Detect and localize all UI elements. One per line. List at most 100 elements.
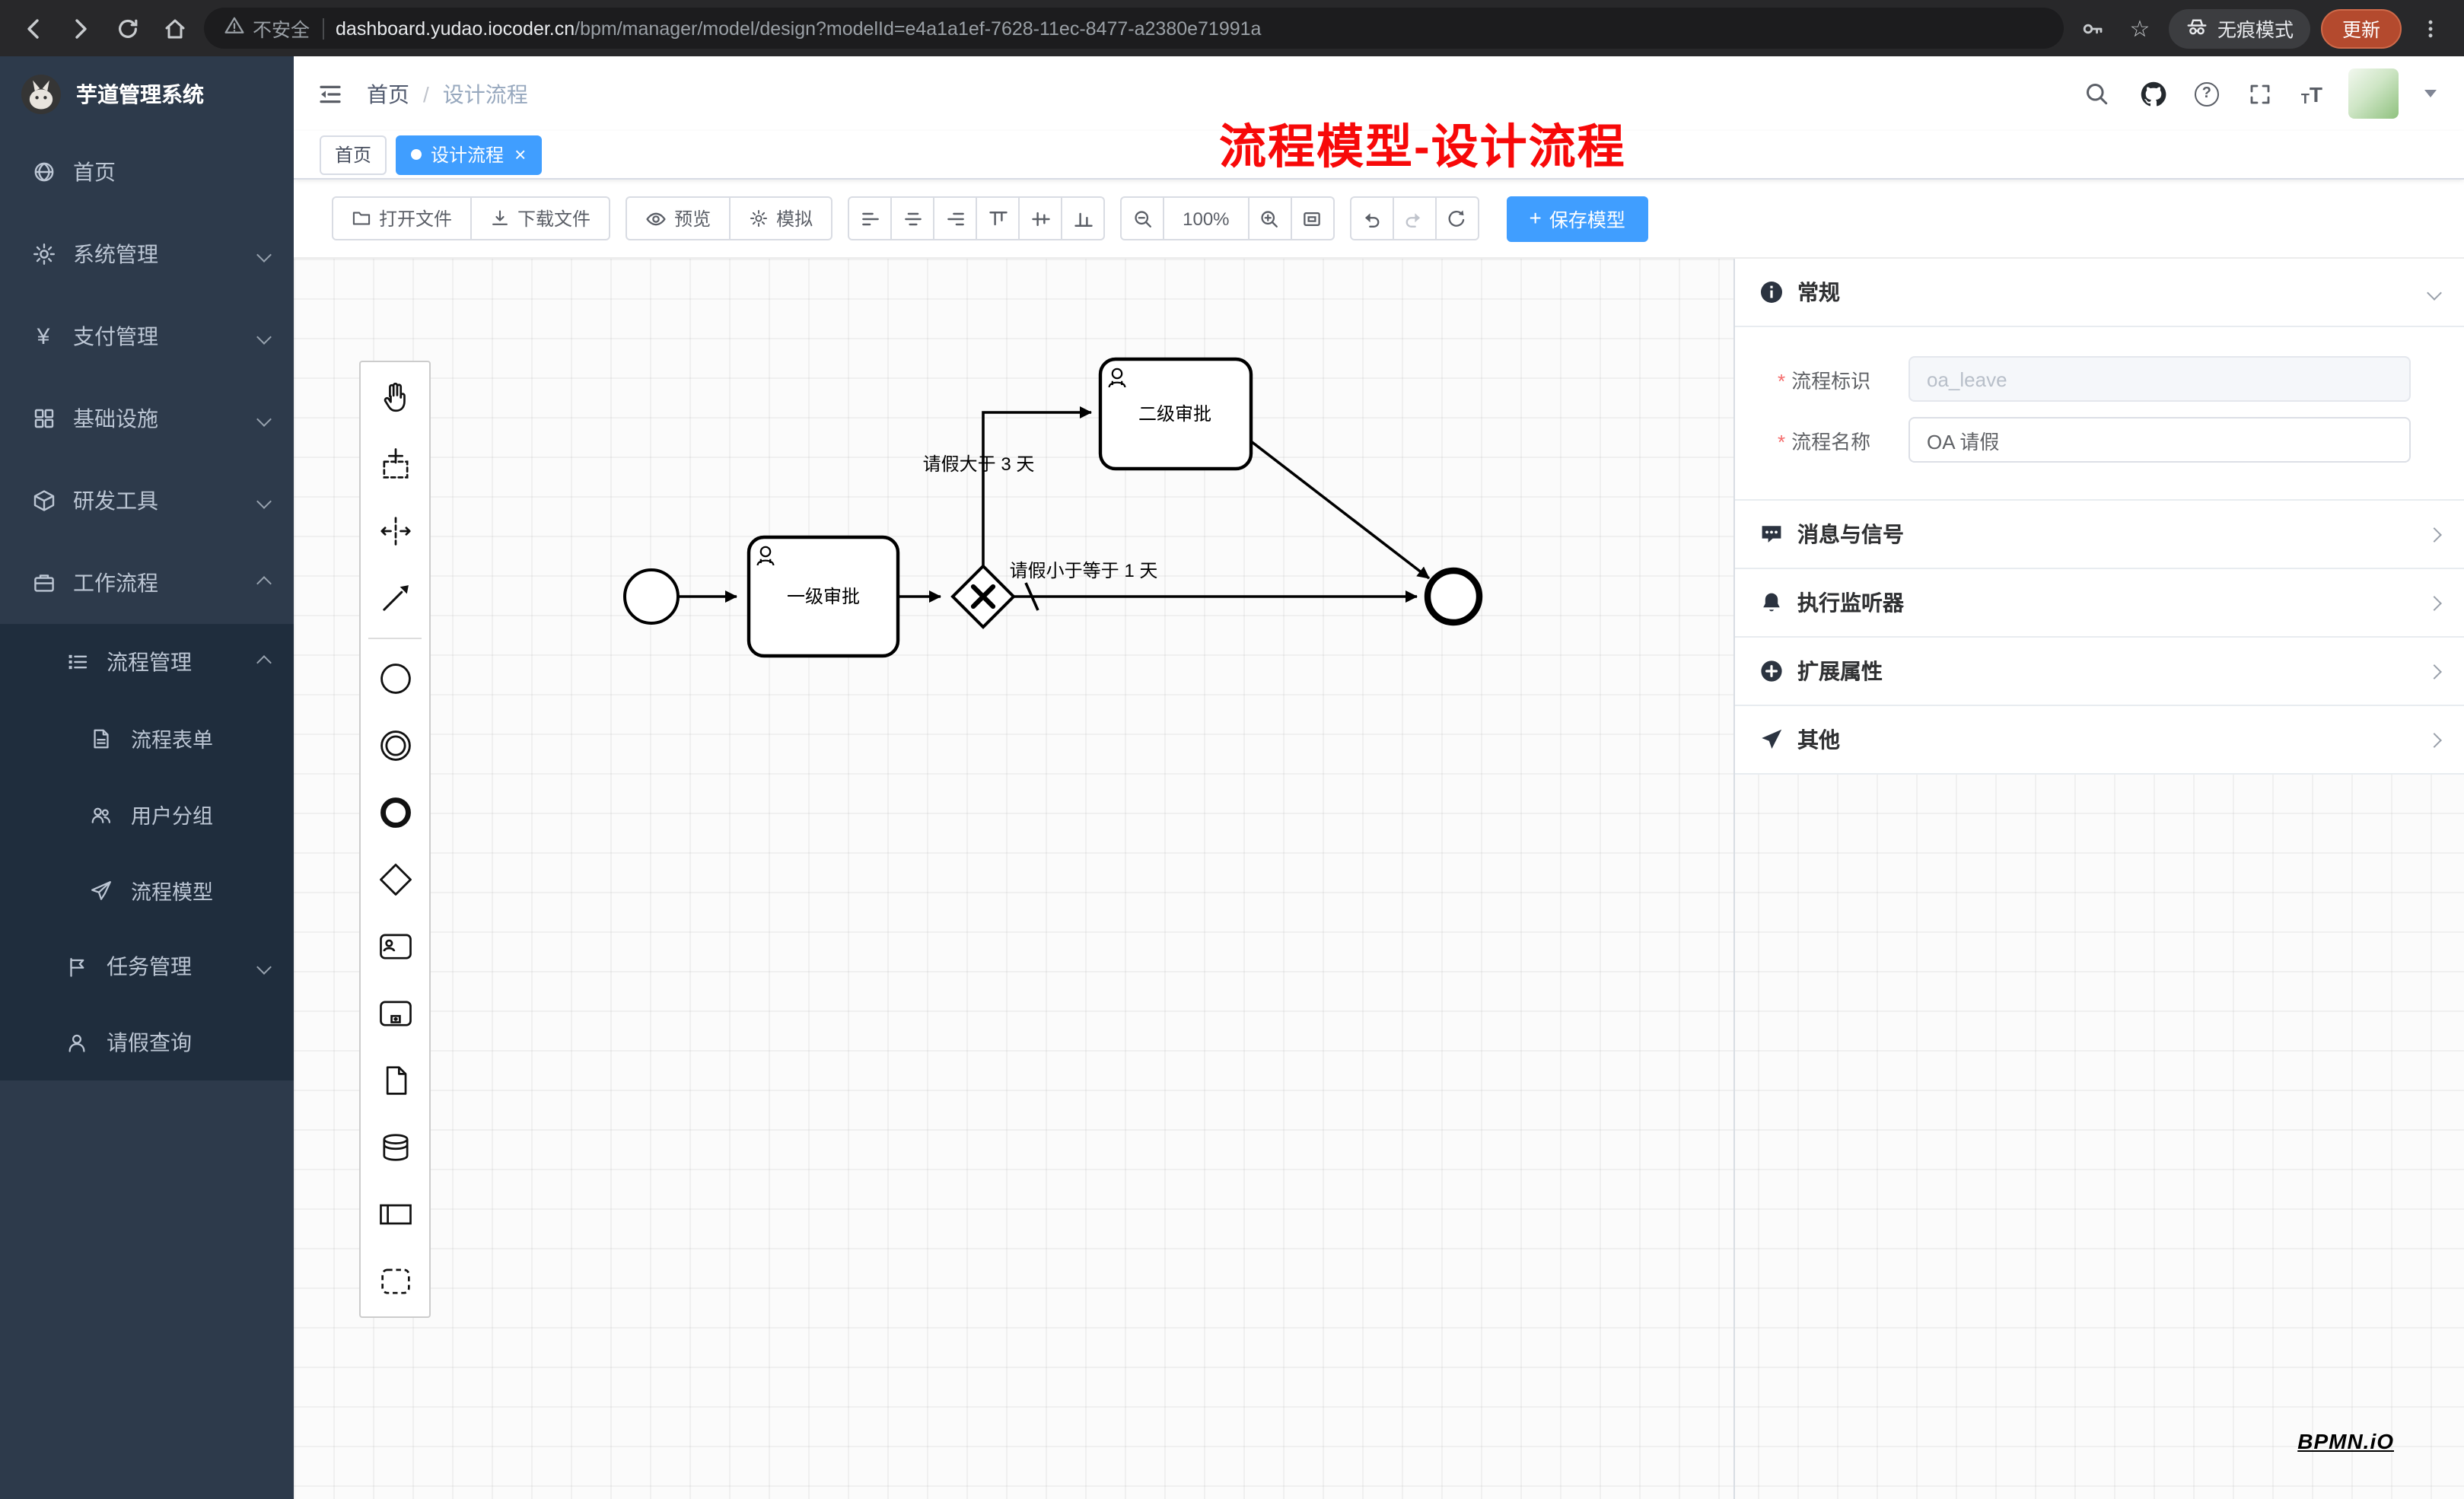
search-icon[interactable] xyxy=(2082,78,2112,109)
plus-circle-icon xyxy=(1759,659,1784,683)
header-actions xyxy=(2082,68,2437,119)
hamburger-icon[interactable] xyxy=(315,78,345,109)
sidebar-item-process-mgmt[interactable]: 流程管理 xyxy=(0,624,294,700)
user-task-tool-icon[interactable] xyxy=(361,913,429,980)
align-right-icon[interactable] xyxy=(933,196,978,240)
tab-design[interactable]: 设计流程 xyxy=(396,135,542,174)
sidebar-item-home[interactable]: 首页 xyxy=(0,131,294,213)
chevron-up-icon xyxy=(256,654,272,670)
back-arrow-icon[interactable] xyxy=(15,10,52,46)
process-name-input[interactable] xyxy=(1908,417,2411,463)
user-icon xyxy=(1108,368,1126,388)
exclusive-gateway[interactable] xyxy=(950,564,1016,629)
home-icon[interactable] xyxy=(157,10,193,46)
sidebar-item-leave-query[interactable]: 请假查询 xyxy=(0,1004,294,1080)
user-task-level1[interactable]: 一级审批 xyxy=(747,535,900,658)
main-area: 流程模型-设计流程 首页 / 设计流程 xyxy=(294,56,2464,1499)
chevron-down-icon xyxy=(256,247,272,262)
start-event-tool-icon[interactable] xyxy=(361,645,429,712)
not-secure-label: 不安全 xyxy=(253,20,310,41)
preview-button[interactable]: 预览 xyxy=(626,196,731,240)
data-object-tool-icon[interactable] xyxy=(361,1047,429,1114)
sidebar-item-infra[interactable]: 基础设施 xyxy=(0,377,294,460)
update-button[interactable]: 更新 xyxy=(2320,8,2402,48)
simulate-button[interactable]: 模拟 xyxy=(729,196,833,240)
forward-arrow-icon[interactable] xyxy=(62,10,99,46)
fullscreen-icon[interactable] xyxy=(2245,78,2275,109)
align-middle-icon[interactable] xyxy=(1018,196,1063,240)
chevron-down-icon xyxy=(2427,285,2442,300)
sidebar-item-workflow[interactable]: 工作流程 xyxy=(0,542,294,624)
reload-icon[interactable] xyxy=(110,10,146,46)
sidebar-item-devtools[interactable]: 研发工具 xyxy=(0,460,294,542)
more-vertical-icon[interactable] xyxy=(2412,10,2449,46)
zoom-in-icon[interactable] xyxy=(1247,196,1292,240)
sidebar-item-system[interactable]: 系统管理 xyxy=(0,213,294,295)
lasso-tool-icon[interactable] xyxy=(361,431,429,498)
sidebar-item-process-model[interactable]: 流程模型 xyxy=(0,852,294,928)
key-icon[interactable] xyxy=(2074,10,2111,46)
tags-view: 首页 设计流程 xyxy=(294,131,2464,180)
gateway-tool-icon[interactable] xyxy=(361,846,429,913)
incognito-icon xyxy=(2185,14,2208,42)
intermediate-event-tool-icon[interactable] xyxy=(361,712,429,779)
github-icon[interactable] xyxy=(2138,78,2169,109)
chevron-up-icon xyxy=(256,575,272,590)
user-task-level2[interactable]: 二级审批 xyxy=(1098,357,1253,471)
incognito-label: 无痕模式 xyxy=(2217,20,2294,41)
save-model-button[interactable]: 保存模型 xyxy=(1506,196,1648,241)
global-connect-tool-icon[interactable] xyxy=(361,565,429,632)
incognito-chip[interactable]: 无痕模式 xyxy=(2168,8,2310,48)
sidebar-item-user-group[interactable]: 用户分组 xyxy=(0,776,294,852)
task-label: 一级审批 xyxy=(787,587,860,607)
section-general[interactable]: 常规 xyxy=(1735,259,2464,327)
sidebar-item-task-mgmt[interactable]: 任务管理 xyxy=(0,928,294,1004)
start-event[interactable] xyxy=(623,568,680,625)
restart-icon[interactable] xyxy=(1434,196,1479,240)
close-icon[interactable] xyxy=(514,145,526,164)
form-row-key: 流程标识 xyxy=(1778,356,2464,402)
zoom-out-icon[interactable] xyxy=(1120,196,1165,240)
sidebar-item-payment[interactable]: 支付管理 xyxy=(0,295,294,377)
sequence-flow[interactable] xyxy=(1250,440,1431,580)
subprocess-tool-icon[interactable] xyxy=(361,980,429,1047)
not-secure-badge[interactable]: 不安全 xyxy=(224,14,310,43)
section-other[interactable]: 其他 xyxy=(1735,706,2464,775)
data-store-tool-icon[interactable] xyxy=(361,1114,429,1181)
open-file-button[interactable]: 打开文件 xyxy=(332,196,473,240)
redo-icon[interactable] xyxy=(1392,196,1437,240)
help-icon[interactable] xyxy=(2194,81,2219,106)
cube-icon xyxy=(30,488,56,514)
breadcrumb-home[interactable]: 首页 xyxy=(367,81,409,106)
bpmn-io-watermark[interactable]: BPMN.iO xyxy=(2297,1429,2394,1453)
address-bar[interactable]: 不安全 dashboard.yudao.iocoder.cn/bpm/manag… xyxy=(204,8,2064,49)
tab-home[interactable]: 首页 xyxy=(320,135,387,174)
briefcase-icon xyxy=(30,570,56,596)
caret-down-icon[interactable] xyxy=(2424,90,2437,97)
divider xyxy=(322,18,324,39)
align-bottom-icon[interactable] xyxy=(1061,196,1106,240)
group-tool-icon[interactable] xyxy=(361,1248,429,1315)
space-tool-icon[interactable] xyxy=(361,498,429,565)
app-logo[interactable]: 芋道管理系统 xyxy=(0,56,294,131)
participant-pool-tool-icon[interactable] xyxy=(361,1181,429,1248)
zoom-reset-icon[interactable] xyxy=(1290,196,1335,240)
grid-icon xyxy=(30,406,56,431)
section-messages-signals[interactable]: 消息与信号 xyxy=(1735,501,2464,569)
bpmn-canvas[interactable]: 一级审批 请假大于 3 天 xyxy=(294,259,2464,1499)
avatar[interactable] xyxy=(2348,68,2399,119)
hand-tool-icon[interactable] xyxy=(361,364,429,431)
section-extended-attributes[interactable]: 扩展属性 xyxy=(1735,638,2464,706)
sequence-flow-gt3[interactable] xyxy=(982,406,1092,566)
section-execution-listeners[interactable]: 执行监听器 xyxy=(1735,569,2464,638)
align-left-icon[interactable] xyxy=(848,196,893,240)
end-event[interactable] xyxy=(1424,567,1483,626)
align-center-icon[interactable] xyxy=(890,196,935,240)
font-size-icon[interactable] xyxy=(2301,81,2322,106)
bookmark-star-icon[interactable] xyxy=(2122,10,2158,46)
end-event-tool-icon[interactable] xyxy=(361,779,429,846)
align-top-icon[interactable] xyxy=(976,196,1020,240)
sidebar-item-process-form[interactable]: 流程表单 xyxy=(0,700,294,776)
download-file-button[interactable]: 下载文件 xyxy=(470,196,611,240)
undo-icon[interactable] xyxy=(1349,196,1394,240)
